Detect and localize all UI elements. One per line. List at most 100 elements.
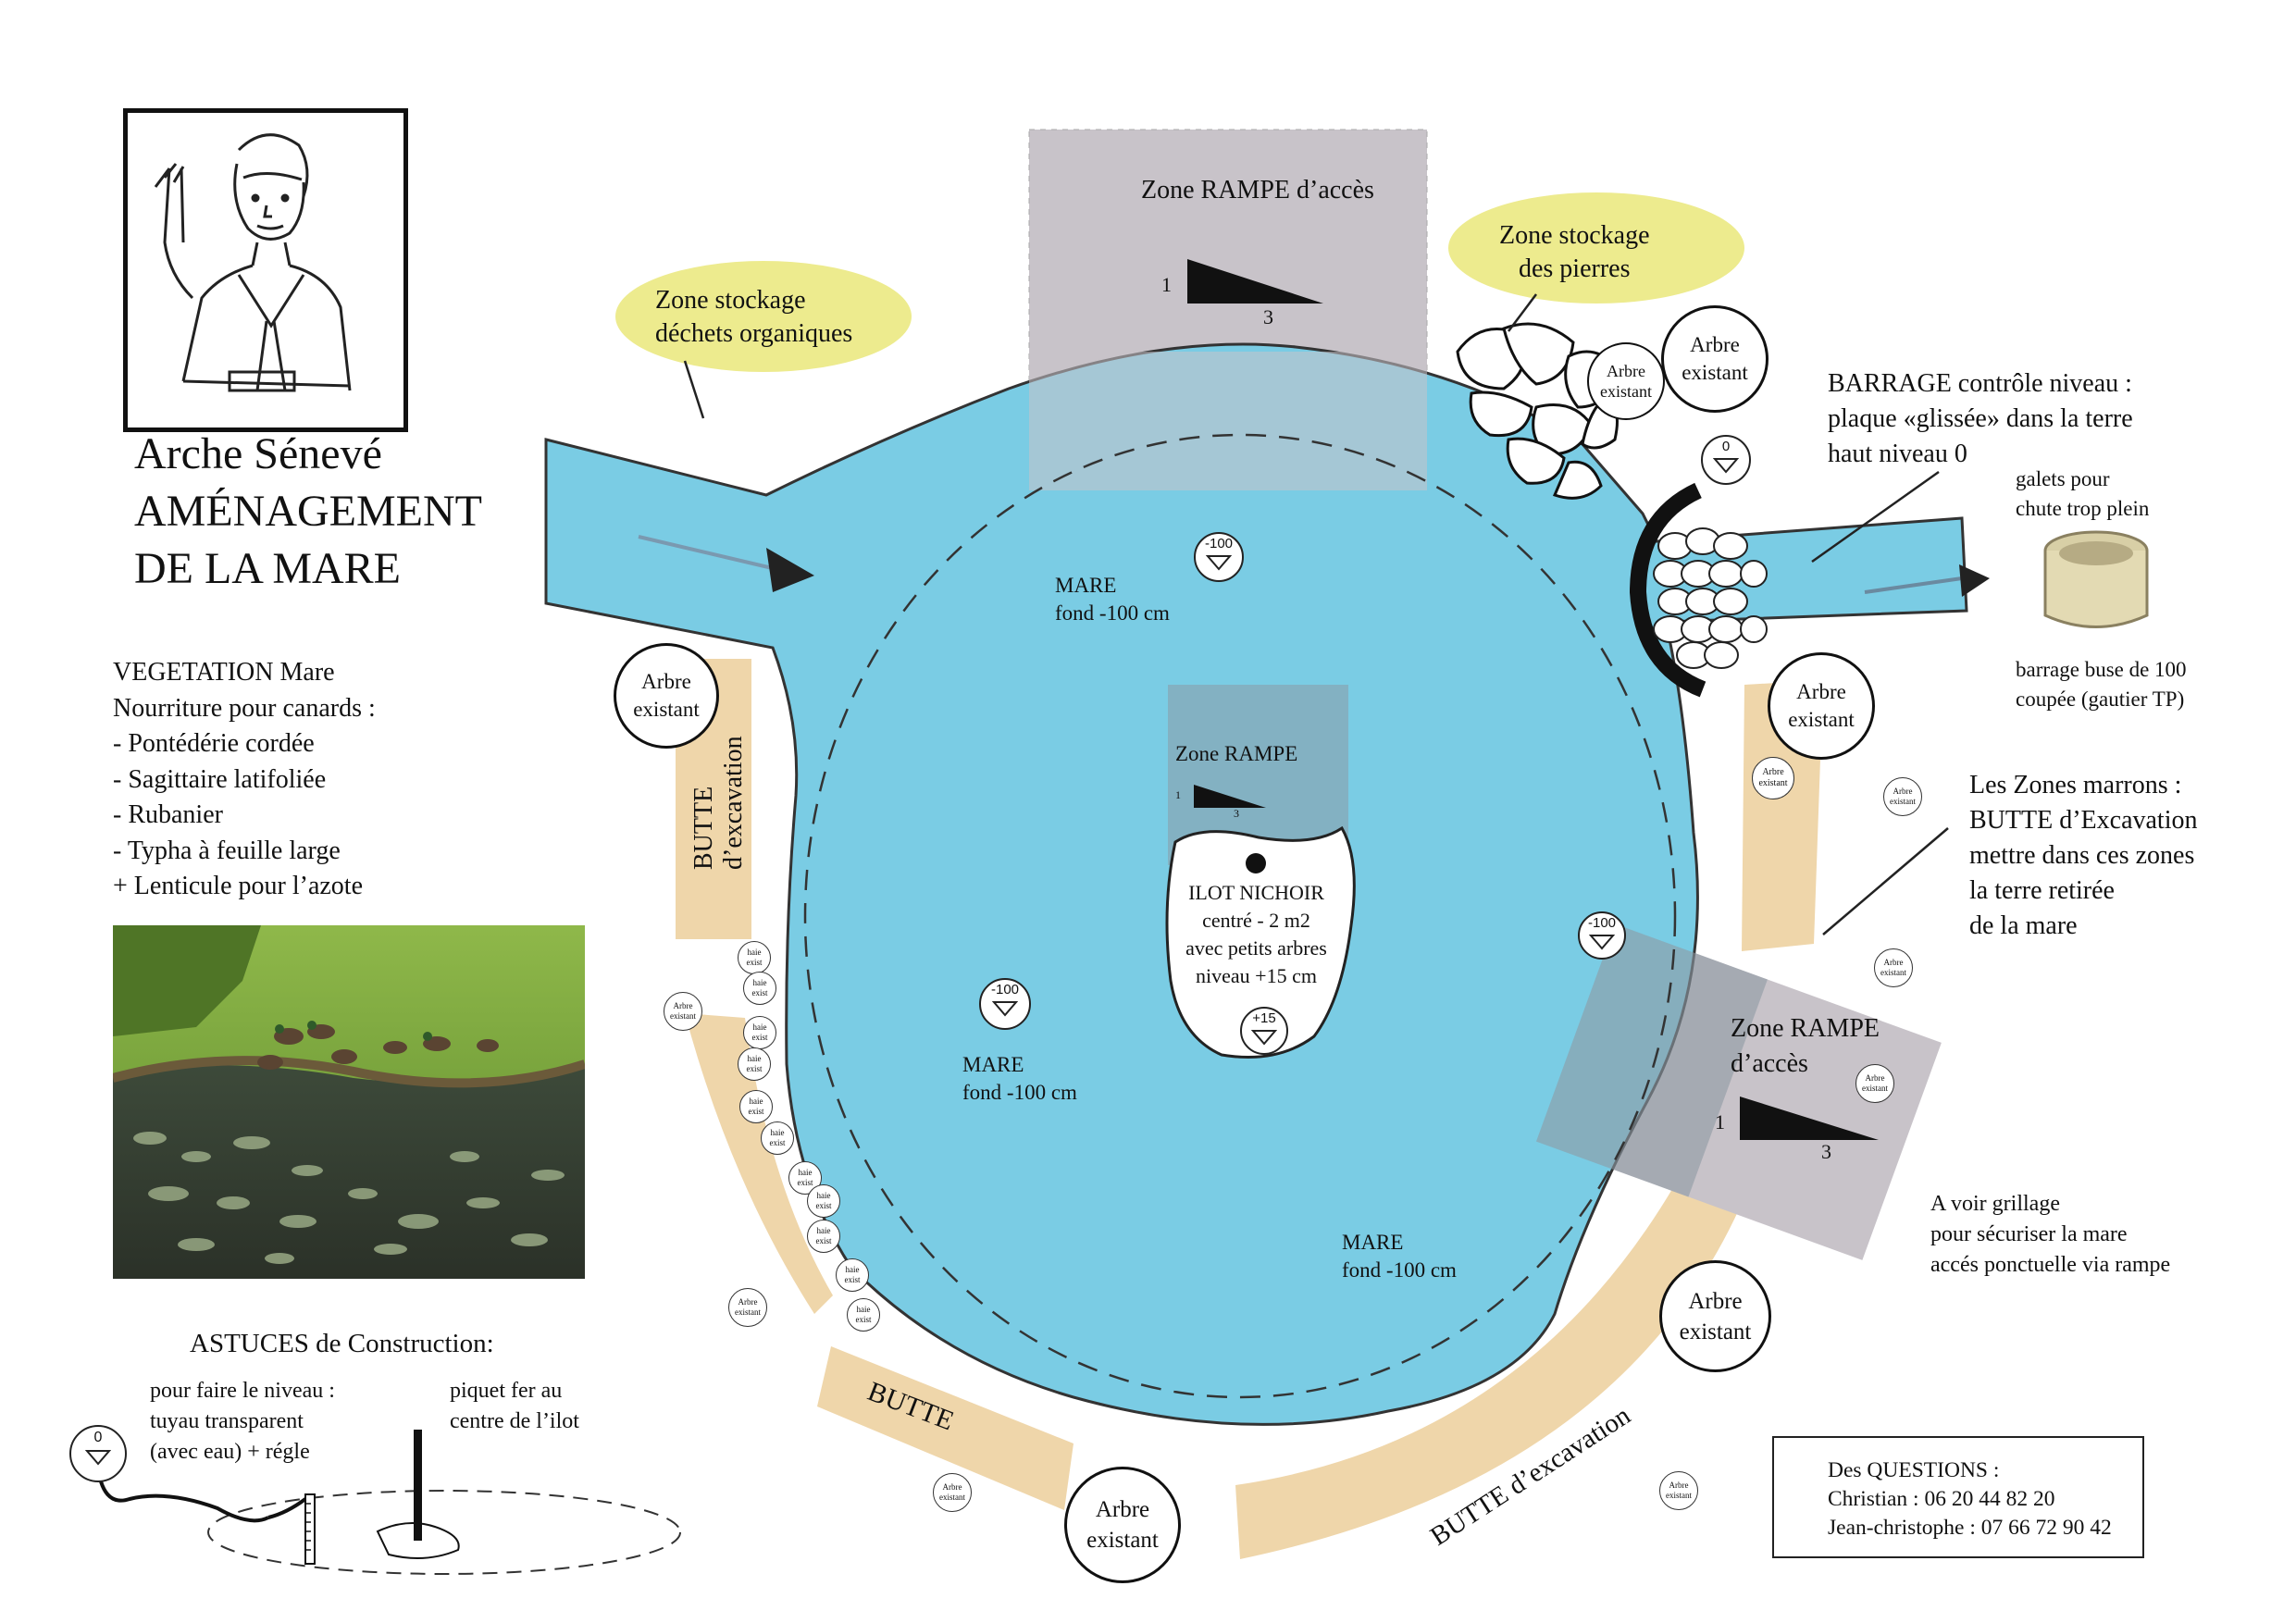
- outflow-arrow-icon: [1959, 564, 1990, 597]
- contact-line: Christian : 06 20 44 82 20: [1828, 1487, 2055, 1511]
- level-marker-value: 0: [93, 1430, 103, 1445]
- pond-photo: [113, 925, 585, 1279]
- stake-tip: piquet fer au centre de l’ilot: [450, 1376, 579, 1437]
- ramp-center-run: 3: [1234, 807, 1239, 820]
- tree-label: existant: [1880, 968, 1906, 977]
- pond-label-name: MARE: [962, 1053, 1024, 1076]
- note-line: pour sécuriser la mare: [1930, 1222, 2128, 1246]
- note-line: Les Zones marrons :: [1969, 771, 2182, 799]
- butte-left-label: BUTTE d’excavation: [689, 736, 749, 870]
- note-line: BUTTE d’Excavation: [1969, 806, 2198, 835]
- level-marker-icon: 0: [69, 1425, 127, 1482]
- storage-stones-label: Zone stockage des pierres: [1499, 219, 1650, 286]
- tree-label: existant: [1600, 382, 1652, 401]
- galets-line: galets pour: [2016, 467, 2110, 490]
- level-marker-icon: 0: [1701, 435, 1751, 485]
- hedge-label: exist: [815, 1236, 832, 1245]
- barrage-stones: [1653, 527, 1768, 669]
- tree-label: existant: [633, 698, 700, 721]
- ramp-top-label: Zone RAMPE d’accès: [1141, 176, 1374, 204]
- barrage-label: BARRAGE contrôle niveau : plaque «glissé…: [1828, 366, 2133, 472]
- buse-ring-icon: [2043, 530, 2149, 628]
- note-line: A voir grillage: [1930, 1192, 2060, 1216]
- hedge-label: haie: [816, 1226, 831, 1235]
- storage-stones-line2: des pierres: [1518, 254, 1631, 283]
- level-marker-icon: +15: [1240, 1007, 1288, 1055]
- stake-marker-icon: [1246, 853, 1266, 873]
- grillage-note: A voir grillage pour sécuriser la mare a…: [1930, 1189, 2170, 1281]
- vegetation-line: Nourriture pour canards :: [113, 693, 376, 723]
- hedge-label: exist: [815, 1201, 832, 1210]
- tree-label: Arbre: [1607, 362, 1645, 380]
- hedge-label: haie: [770, 1128, 785, 1137]
- buse-line: coupée (gautier TP): [2016, 688, 2185, 711]
- hedge-label: exist: [748, 1107, 764, 1116]
- island-ilot: [1165, 825, 1356, 1059]
- tree-label: Arbre: [1688, 1288, 1743, 1314]
- island-line: niveau +15 cm: [1196, 964, 1317, 987]
- vegetation-list: VEGETATION Mare Nourriture pour canards …: [113, 655, 376, 905]
- scout-portrait: [123, 108, 408, 432]
- butte-left-curve: [685, 1013, 833, 1314]
- ramp-right-line: d’accès: [1731, 1049, 1808, 1078]
- tree-label: Arbre: [641, 670, 691, 693]
- ramp-center-label: Zone RAMPE: [1175, 742, 1298, 765]
- slope-triangle-center: [1194, 785, 1266, 808]
- galets-line: chute trop plein: [2016, 497, 2150, 520]
- title-line-3: DE LA MARE: [134, 544, 401, 593]
- tree-label: Arbre: [738, 1297, 758, 1307]
- storage-stones-line1: Zone stockage: [1499, 221, 1650, 250]
- tip-line: centre de l’ilot: [450, 1409, 579, 1433]
- tree-label: Arbre: [1893, 787, 1913, 796]
- inflow-arrow-icon: [766, 548, 814, 592]
- vegetation-line: - Rubanier: [113, 800, 223, 829]
- tip-line: pour faire le niveau :: [150, 1379, 335, 1403]
- hedge-label: exist: [844, 1275, 861, 1284]
- island-line: avec petits arbres: [1185, 936, 1327, 960]
- storage-organic-line1: Zone stockage: [655, 286, 806, 315]
- tree-label: existant: [1679, 1319, 1752, 1344]
- hedge-label: haie: [749, 1096, 763, 1106]
- vegetation-line: + Lenticule pour l’azote: [113, 872, 364, 900]
- brown-zones-note: Les Zones marrons : BUTTE d’Excavation m…: [1969, 768, 2197, 944]
- tree-label: existant: [1862, 1084, 1888, 1093]
- tree-label: existant: [1758, 778, 1788, 788]
- barrage-arc: [1629, 482, 1706, 698]
- level-tip: pour faire le niveau : tuyau transparent…: [150, 1376, 335, 1468]
- slope-triangle-right: [1740, 1096, 1879, 1140]
- tree-label: existant: [670, 1011, 696, 1021]
- slope-triangle-top: [1187, 259, 1323, 304]
- hedge-label: exist: [855, 1315, 872, 1324]
- hedge-label: exist: [746, 958, 763, 967]
- note-line: accés ponctuelle via rampe: [1930, 1253, 2171, 1277]
- tree-label: existant: [735, 1307, 761, 1317]
- level-marker-value: -100: [990, 982, 1020, 997]
- pond-label-bottom: MARE fond -100 cm: [1342, 1229, 1457, 1284]
- hedge-label: haie: [747, 1054, 762, 1063]
- tree-label: existant: [1890, 797, 1916, 806]
- tree-label: Arbre: [1796, 680, 1846, 703]
- level-marker-value: 0: [1721, 439, 1731, 454]
- hedge-label: haie: [816, 1191, 831, 1200]
- contact-title: Des QUESTIONS :: [1828, 1458, 2000, 1482]
- storage-organic-label: Zone stockage déchets organiques: [655, 284, 852, 351]
- hedge-label: haie: [752, 978, 767, 987]
- pond-label-left: MARE fond -100 cm: [962, 1051, 1077, 1107]
- butte-bottom-right: [1235, 1184, 1740, 1559]
- buse-label: barrage buse de 100 coupée (gautier TP): [2016, 655, 2187, 714]
- tree-label: existant: [1682, 361, 1748, 384]
- storage-organic-zone: [615, 261, 912, 372]
- title-line-1: Arche Sénevé: [134, 429, 382, 478]
- hedge-label: haie: [798, 1168, 813, 1177]
